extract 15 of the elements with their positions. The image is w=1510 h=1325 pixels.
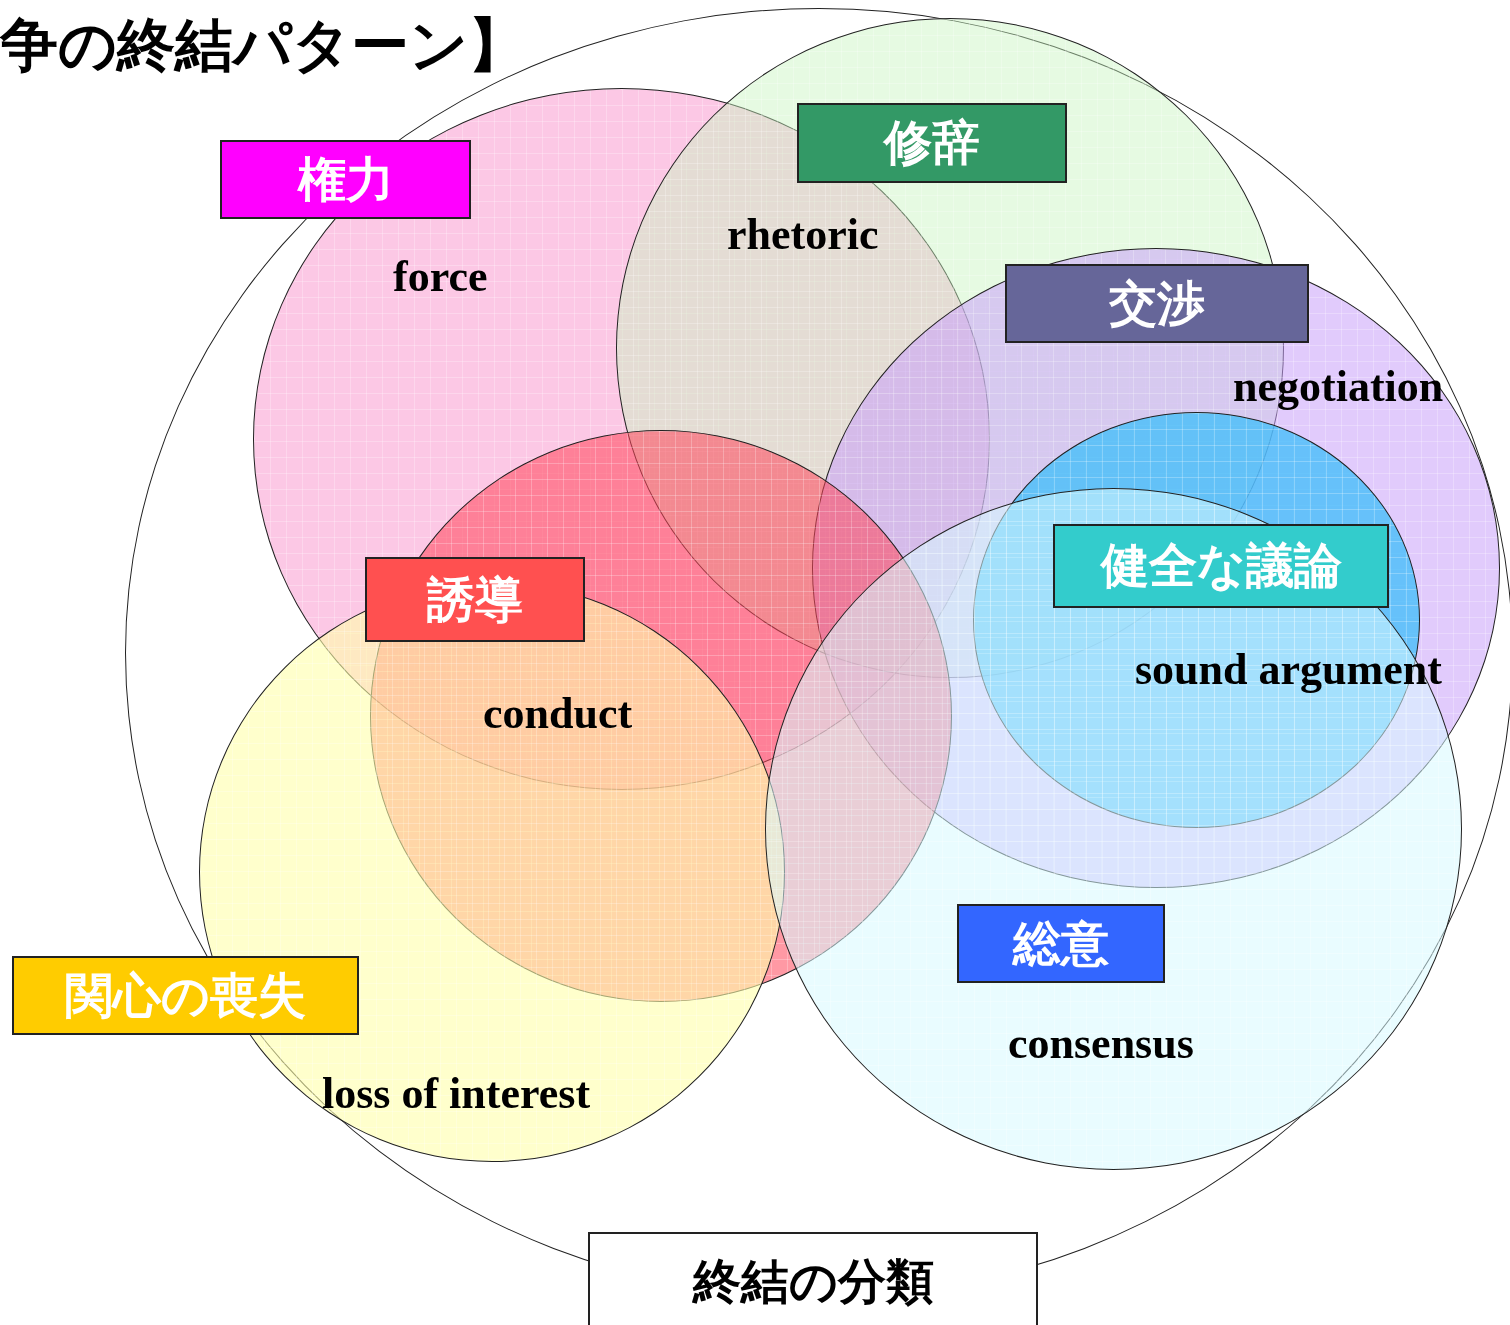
english-term: loss of interest (322, 1072, 591, 1116)
english-term: consensus (1008, 1022, 1194, 1066)
english-term: conduct (483, 692, 633, 736)
english-term: rhetoric (727, 213, 879, 257)
category-label: 交渉 (1005, 264, 1309, 343)
category-label: 総意 (957, 904, 1165, 983)
english-term: force (393, 255, 488, 299)
category-label: 誘導 (365, 557, 585, 642)
category-label: 権力 (220, 140, 471, 219)
english-term: sound argument (1135, 648, 1442, 692)
category-label: 修辞 (797, 103, 1067, 183)
category-label: 健全な議論 (1053, 524, 1389, 608)
english-term: negotiation (1233, 365, 1444, 409)
category-label: 関心の喪失 (12, 956, 359, 1035)
category-label: 終結の分類 (588, 1232, 1038, 1325)
